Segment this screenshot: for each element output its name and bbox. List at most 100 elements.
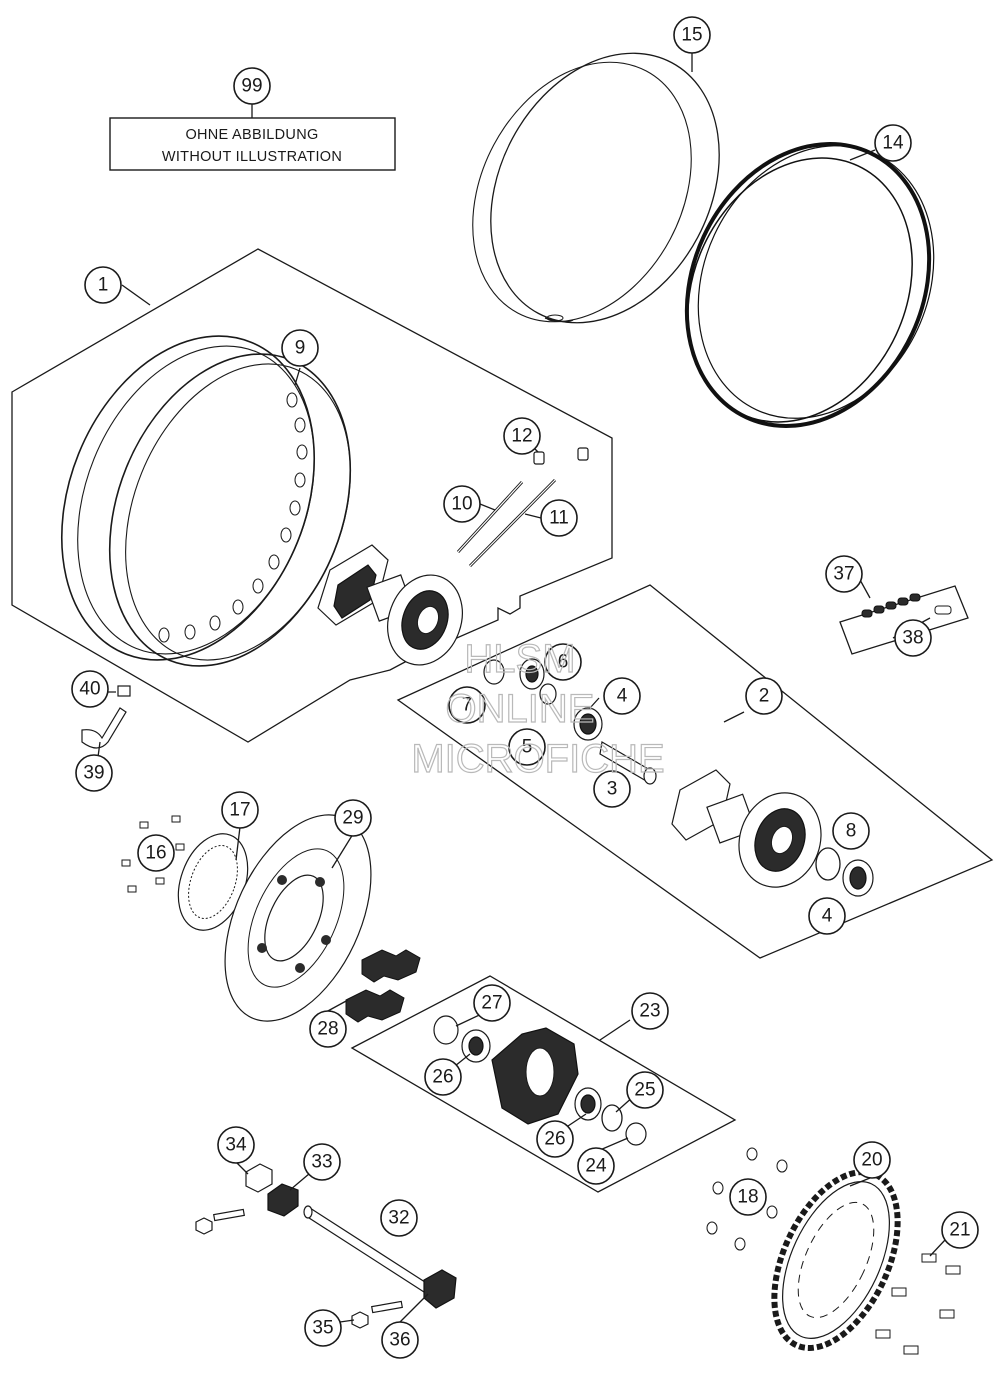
valve-part xyxy=(81,685,131,749)
svg-text:29: 29 xyxy=(342,808,363,829)
callout-39: 39 xyxy=(75,754,113,792)
callout-1: 1 xyxy=(84,266,122,304)
svg-text:7: 7 xyxy=(462,695,473,716)
watermark-line-2: ONLINE xyxy=(446,687,595,731)
watermark-line-1: HLSM xyxy=(464,637,575,681)
svg-text:17: 17 xyxy=(229,800,250,821)
callout-8: 8 xyxy=(832,812,870,850)
svg-text:23: 23 xyxy=(639,1001,660,1022)
hub-assembly-outline xyxy=(396,584,994,959)
callout-7: 7 xyxy=(448,686,486,724)
svg-text:6: 6 xyxy=(558,652,569,673)
svg-text:26: 26 xyxy=(544,1129,565,1150)
svg-text:36: 36 xyxy=(389,1330,410,1351)
svg-text:21: 21 xyxy=(949,1220,970,1241)
callout-14: 14 xyxy=(874,124,912,162)
svg-text:99: 99 xyxy=(241,76,262,97)
callout-25: 25 xyxy=(626,1071,664,1109)
callout-26a: 26 xyxy=(424,1058,462,1096)
spokes-part xyxy=(456,447,589,568)
note-line-2: WITHOUT ILLUSTRATION xyxy=(162,149,342,165)
svg-text:8: 8 xyxy=(846,821,857,842)
callout-27: 27 xyxy=(473,984,511,1022)
svg-text:37: 37 xyxy=(833,564,854,585)
callout-32: 32 xyxy=(380,1199,418,1237)
sprocket-bolts-part xyxy=(875,1253,961,1355)
callout-40: 40 xyxy=(71,670,109,708)
callout-20: 20 xyxy=(853,1141,891,1179)
callout-4b: 4 xyxy=(808,897,846,935)
svg-text:12: 12 xyxy=(511,426,532,447)
note-line-1: OHNE ABBILDUNG xyxy=(185,127,318,143)
callout-9: 9 xyxy=(281,329,319,367)
svg-text:25: 25 xyxy=(634,1080,655,1101)
svg-text:15: 15 xyxy=(681,25,702,46)
callout-36: 36 xyxy=(381,1321,419,1359)
callout-99: 99 xyxy=(233,67,271,105)
callout-2: 2 xyxy=(745,677,783,715)
svg-text:16: 16 xyxy=(145,843,166,864)
svg-text:28: 28 xyxy=(317,1019,338,1040)
svg-text:33: 33 xyxy=(311,1152,332,1173)
svg-text:39: 39 xyxy=(83,763,104,784)
callout-3: 3 xyxy=(593,770,631,808)
svg-text:34: 34 xyxy=(225,1135,247,1156)
svg-text:1: 1 xyxy=(98,275,109,296)
callout-17: 17 xyxy=(221,791,259,829)
svg-text:35: 35 xyxy=(312,1318,333,1339)
svg-text:20: 20 xyxy=(861,1150,882,1171)
svg-text:24: 24 xyxy=(585,1156,607,1177)
svg-text:3: 3 xyxy=(607,779,618,800)
hub-parts xyxy=(483,658,874,897)
callout-18: 18 xyxy=(729,1178,767,1216)
sprocket-nuts-part xyxy=(706,1147,788,1251)
tire-part xyxy=(472,52,720,324)
svg-text:4: 4 xyxy=(822,906,833,927)
callout-12: 12 xyxy=(503,417,541,455)
callout-24: 24 xyxy=(577,1147,615,1185)
callout-29: 29 xyxy=(334,799,372,837)
svg-text:4: 4 xyxy=(617,686,628,707)
svg-text:32: 32 xyxy=(388,1208,409,1229)
svg-text:27: 27 xyxy=(481,993,502,1014)
callout-38: 38 xyxy=(894,619,932,657)
svg-text:40: 40 xyxy=(79,679,100,700)
chain-part xyxy=(839,585,969,655)
cush-drive-outline xyxy=(350,975,737,1193)
note-without-illustration: OHNE ABBILDUNG WITHOUT ILLUSTRATION xyxy=(109,104,396,171)
callout-28: 28 xyxy=(309,1010,347,1048)
svg-text:18: 18 xyxy=(737,1187,758,1208)
watermark: HLSM ONLINE MICROFICHE xyxy=(411,636,666,781)
disc-bolts-part xyxy=(121,815,185,893)
svg-text:2: 2 xyxy=(759,686,770,707)
svg-text:38: 38 xyxy=(902,628,923,649)
callout-15: 15 xyxy=(673,16,711,54)
callout-33: 33 xyxy=(303,1143,341,1181)
rim-part xyxy=(60,335,352,667)
callout-4a: 4 xyxy=(603,677,641,715)
callout-34: 34 xyxy=(217,1126,255,1164)
svg-text:10: 10 xyxy=(451,494,472,515)
axle-part xyxy=(195,1163,457,1329)
svg-text:26: 26 xyxy=(432,1067,453,1088)
wheel-hub-part xyxy=(317,544,463,666)
brake-disc-part xyxy=(224,814,372,1022)
callout-6: 6 xyxy=(544,643,582,681)
callout-10: 10 xyxy=(443,485,481,523)
cush-rubber-part xyxy=(345,949,421,1023)
watermark-line-3: MICROFICHE xyxy=(411,737,664,781)
svg-text:9: 9 xyxy=(295,338,306,359)
callout-26b: 26 xyxy=(536,1120,574,1158)
svg-text:5: 5 xyxy=(522,737,533,758)
sprocket-carrier-part xyxy=(433,1015,647,1146)
callout-16: 16 xyxy=(137,834,175,872)
callout-35: 35 xyxy=(304,1309,342,1347)
wheel-assembly-outline xyxy=(11,248,613,743)
callout-37: 37 xyxy=(825,555,863,593)
callout-5: 5 xyxy=(508,728,546,766)
callout-21: 21 xyxy=(941,1211,979,1249)
callout-11: 11 xyxy=(540,499,578,537)
sprocket-part xyxy=(771,1169,901,1351)
